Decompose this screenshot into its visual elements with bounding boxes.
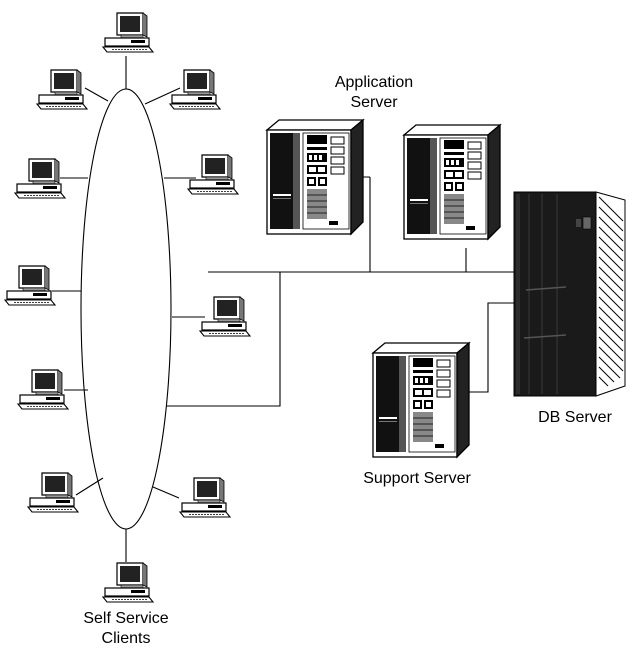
desktop-computer-icon xyxy=(102,562,154,603)
clients-label-line1: Self Service xyxy=(83,610,169,627)
application-server-label-line2: Server xyxy=(350,94,398,111)
desktop-computer-icon xyxy=(199,296,251,337)
support-server-label: Support Server xyxy=(363,470,471,487)
client-workstations xyxy=(4,12,251,603)
desktop-computer-icon xyxy=(4,265,56,306)
db-server-label: DB Server xyxy=(538,409,612,426)
network-links xyxy=(52,56,514,562)
ring-to-backbone-link xyxy=(166,272,281,407)
client-ring xyxy=(80,88,172,530)
support-server-icon xyxy=(372,342,470,458)
desktop-computer-icon xyxy=(36,69,88,110)
application-server-label-line1: Application xyxy=(334,74,414,91)
desktop-computer-icon xyxy=(102,12,154,53)
application-server-2-icon xyxy=(403,124,501,240)
clients-label-line2: Clients xyxy=(101,630,151,647)
application-server-label: Application Server xyxy=(314,73,434,113)
desktop-computer-icon xyxy=(14,158,66,199)
desktop-computer-icon xyxy=(17,369,69,410)
mainframe-server-icon xyxy=(513,191,626,397)
self-service-clients-label: Self Service Clients xyxy=(56,609,196,649)
desktop-computer-icon xyxy=(27,472,79,513)
support-to-db-link xyxy=(460,302,514,393)
desktop-computer-icon xyxy=(179,477,231,518)
application-server-1-icon xyxy=(266,119,364,235)
desktop-computer-icon xyxy=(187,154,239,195)
